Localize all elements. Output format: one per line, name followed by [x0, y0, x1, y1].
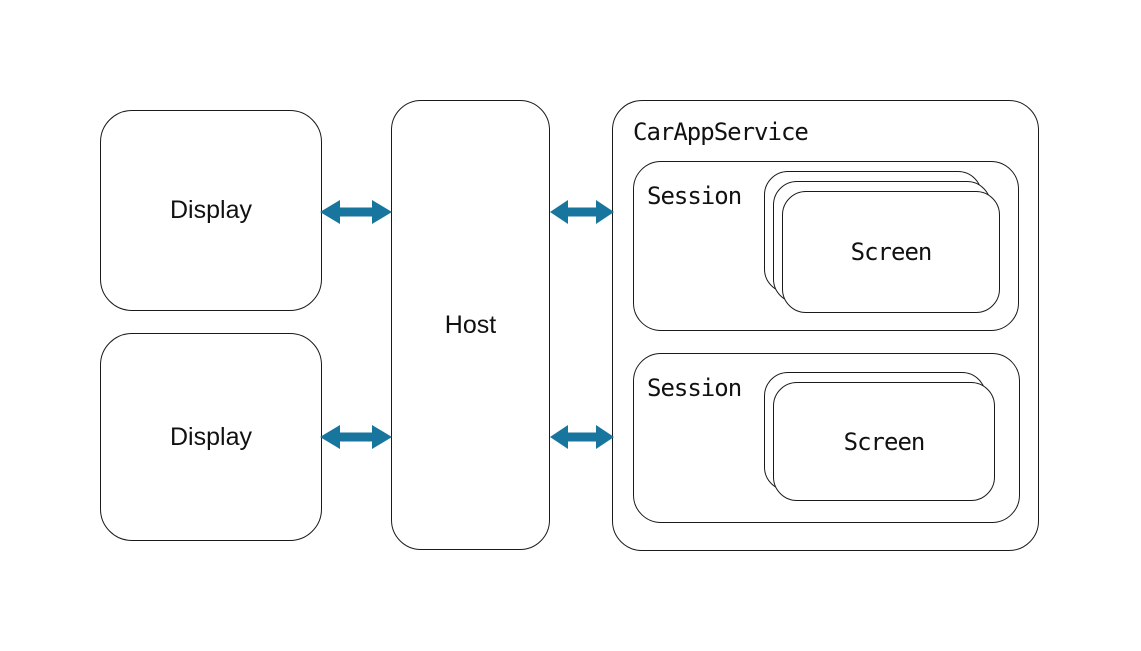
bidirectional-arrow-icon-display1-host [320, 200, 392, 224]
session-1-label: Session [647, 182, 742, 210]
screen-1-label: Screen [850, 238, 933, 266]
car-app-service-box: CarAppService Session Screen Session Scr… [612, 100, 1039, 551]
screen-card-front: Screen [782, 191, 1000, 313]
display-1-label: Display [170, 196, 252, 224]
session-box-2: Session Screen [633, 353, 1020, 523]
display-box-2: Display [100, 333, 322, 541]
screen-2-label: Screen [843, 427, 926, 456]
host-label: Host [444, 310, 497, 339]
session-box-1: Session Screen [633, 161, 1019, 331]
session-2-label: Session [647, 374, 742, 402]
bidirectional-arrow-icon-host-service-top [550, 200, 614, 224]
car-app-service-label: CarAppService [633, 118, 809, 146]
display-2-label: Display [170, 422, 252, 451]
host-box: Host [391, 100, 550, 550]
screen-card-front: Screen [773, 382, 995, 501]
display-box-1: Display [100, 110, 322, 311]
bidirectional-arrow-icon-display2-host [320, 425, 392, 449]
bidirectional-arrow-icon-host-service-bottom [550, 425, 614, 449]
